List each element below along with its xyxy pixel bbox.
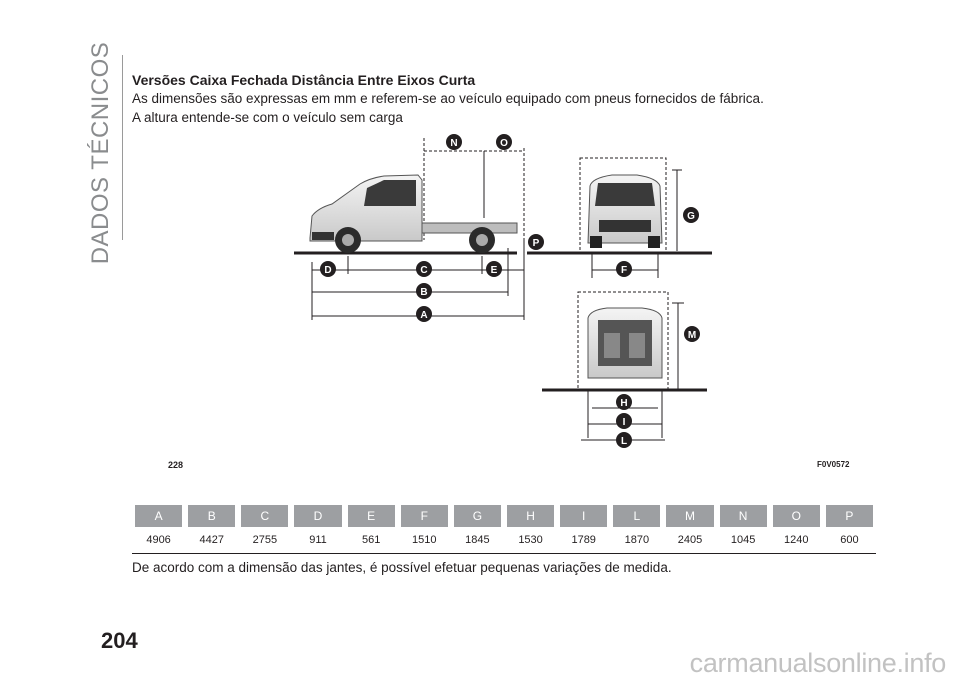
svg-text:B: B: [420, 287, 427, 298]
rim-note: De acordo com a dimensão das jantes, é p…: [132, 560, 672, 575]
table-header-cell: G: [450, 505, 504, 527]
callout-O: O: [496, 134, 512, 150]
table-header-cell: H: [503, 505, 558, 527]
callout-G: G: [683, 207, 699, 223]
table-row: 4906 4427 2755 911 561 1510 1845 1530 17…: [132, 527, 876, 554]
table-cell: 561: [344, 527, 398, 554]
svg-text:D: D: [324, 265, 331, 276]
table-header-cell: M: [663, 505, 717, 527]
svg-text:I: I: [623, 417, 626, 428]
table-header-cell: F: [397, 505, 451, 527]
callout-C: C: [416, 261, 432, 277]
table-cell: 1789: [557, 527, 611, 554]
svg-text:N: N: [450, 138, 457, 149]
svg-text:G: G: [687, 211, 695, 222]
table-cell: 4906: [132, 527, 186, 554]
table-cell: 2405: [663, 527, 717, 554]
callout-H: H: [616, 394, 632, 410]
svg-text:O: O: [500, 138, 508, 149]
callout-A: A: [416, 306, 432, 322]
front-view: [527, 157, 712, 278]
callout-N: N: [446, 134, 462, 150]
callout-D: D: [320, 261, 336, 277]
figure-number: 228: [168, 460, 184, 470]
page-number: 204: [101, 628, 138, 653]
svg-text:C: C: [420, 265, 427, 276]
table-header-cell: P: [822, 505, 876, 527]
table-cell: 4427: [185, 527, 239, 554]
table-header-row: A B C D E F G H I L M N O P: [132, 505, 876, 527]
section-tab: DADOS TÉCNICOS: [87, 41, 114, 264]
side-view: [294, 138, 525, 255]
table-header-cell: B: [185, 505, 239, 527]
table-header-cell: N: [716, 505, 770, 527]
table-cell: 1240: [769, 527, 823, 554]
table-header-cell: O: [769, 505, 823, 527]
svg-text:H: H: [620, 398, 627, 409]
intro-line-1: As dimensões são expressas em mm e refer…: [132, 91, 764, 106]
vehicle-dimensions-figure: N O P D C E B A F G M H I L: [294, 134, 712, 448]
svg-text:E: E: [491, 265, 498, 276]
table-header-cell: C: [238, 505, 292, 527]
watermark: carmanualsonline.info: [689, 648, 947, 678]
table-cell: 600: [822, 527, 876, 554]
callout-L: L: [616, 432, 632, 448]
svg-text:F: F: [621, 265, 627, 276]
svg-text:P: P: [533, 238, 540, 249]
intro-line-2: A altura entende-se com o veículo sem ca…: [132, 110, 403, 125]
callout-P: P: [528, 234, 544, 250]
side-divider: [122, 55, 123, 240]
table-header-cell: I: [557, 505, 611, 527]
table-header-cell: A: [132, 505, 186, 527]
figure-code: F0V0572: [817, 460, 850, 469]
callout-E: E: [486, 261, 502, 277]
svg-text:L: L: [621, 436, 627, 447]
table-header-cell: L: [610, 505, 664, 527]
table-header-cell: E: [344, 505, 398, 527]
table-cell: 1045: [716, 527, 770, 554]
table-cell: 1845: [450, 527, 504, 554]
table-cell: 2755: [238, 527, 292, 554]
table-cell: 1510: [397, 527, 451, 554]
svg-text:A: A: [420, 310, 427, 321]
callout-F: F: [616, 261, 632, 277]
table-cell: 1530: [503, 527, 558, 554]
table-header-cell: D: [291, 505, 345, 527]
callout-M: M: [684, 326, 700, 342]
table-cell: 911: [291, 527, 345, 554]
callout-I: I: [616, 413, 632, 429]
dimensions-table: A B C D E F G H I L M N O P 4906 4427 27…: [132, 505, 876, 554]
callout-B: B: [416, 283, 432, 299]
table-cell: 1870: [610, 527, 664, 554]
page-title: Versões Caixa Fechada Distância Entre Ei…: [132, 72, 476, 88]
svg-text:M: M: [688, 330, 696, 341]
